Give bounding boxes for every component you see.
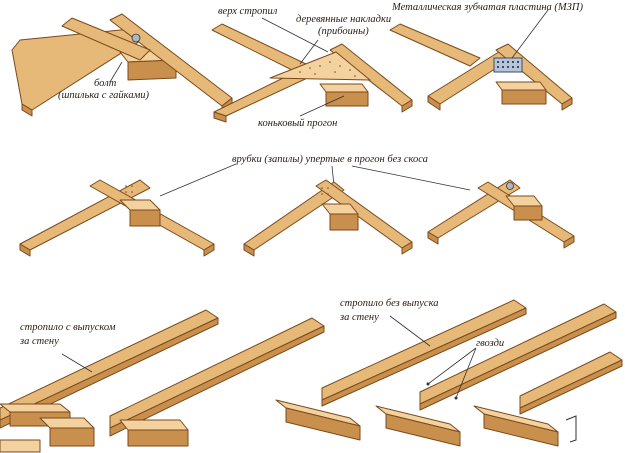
ridge-purlin-label: коньковый прогон	[258, 118, 337, 129]
wood-overlays-label-detail: (прибоины)	[318, 26, 369, 37]
notched-ridge-joint-2	[243, 179, 413, 257]
wood-overlays-label: деревянные накладки	[296, 14, 391, 25]
rafter-no-overhang-label-detail: за стену	[339, 312, 379, 323]
bolt-icon	[506, 182, 514, 190]
metal-plate-label: Металлическая зубчатая пластина (МЗП)	[391, 2, 583, 13]
bolt-label-detail: (шпилька с гайками)	[58, 90, 150, 101]
rafter-top-label: верх стропил	[218, 6, 278, 17]
bolt-label: болт	[94, 78, 117, 89]
notched-bolted-ridge-joint-3	[427, 179, 575, 249]
bolted-ridge-joint: болт (шпилька с гайками)	[11, 13, 233, 117]
nail-icon	[454, 396, 458, 400]
wooden-overlay-ridge-joint: верх стропил деревянные накладки (прибои…	[211, 6, 413, 129]
bolt-icon	[131, 33, 141, 43]
metal-plate-ridge-joint: Металлическая зубчатая пластина (МЗП)	[389, 2, 583, 111]
notches-label: врубки (запилы) упертые в прогон без ско…	[232, 154, 428, 165]
rafter-with-overhang-detail: стропило с выпуском за стену	[0, 309, 325, 453]
rafter-overhang-label-detail: за стену	[19, 336, 59, 347]
nail-icon	[426, 382, 430, 386]
rafter-without-overhang-detail: стропило без выпуска за стену гвозди	[275, 298, 623, 447]
rafter-overhang-label: стропило с выпуском	[20, 322, 116, 333]
metal-toothed-plate	[493, 57, 523, 73]
metal-bracket-icon	[565, 415, 577, 443]
nails-label: гвозди	[476, 338, 504, 349]
notched-ridge-joint-1	[19, 179, 215, 257]
rafter-no-overhang-label: стропило без выпуска	[340, 298, 439, 309]
